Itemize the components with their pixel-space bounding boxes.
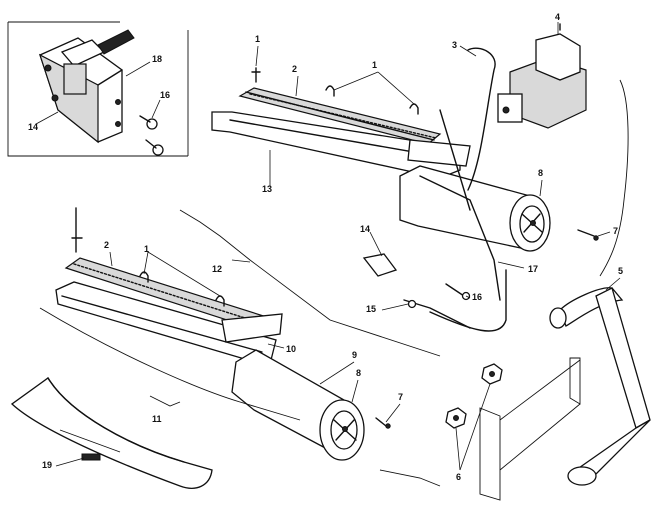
part-labels: 1 2 1 3 4 18 16 14 13 8 7 14 12 17 5 16 … (28, 12, 623, 482)
label-2-upper: 2 (292, 64, 297, 74)
label-8-lower: 8 (356, 368, 361, 378)
label-12: 12 (212, 264, 222, 274)
nut-6-upper (481, 363, 503, 385)
lower-burner-assembly (55, 207, 391, 461)
upper-burner-assembly (211, 22, 599, 332)
label-10: 10 (286, 344, 296, 354)
label-17: 17 (528, 264, 538, 274)
label-18: 18 (152, 54, 162, 64)
cover-outline (39, 209, 441, 487)
label-1-upper: 1 (372, 60, 377, 70)
label-2-lower: 2 (104, 240, 109, 250)
label-5: 5 (618, 266, 623, 276)
label-15: 15 (366, 304, 376, 314)
label-8-upper: 8 (538, 168, 543, 178)
leader-lines (55, 75, 621, 467)
label-7-lower: 7 (398, 392, 403, 402)
label-16-mid: 16 (472, 292, 482, 302)
label-3: 3 (452, 40, 457, 50)
label-11: 11 (152, 414, 162, 424)
screw-16-lower (145, 139, 164, 156)
shield-19 (10, 377, 213, 489)
label-14-mid: 14 (360, 224, 370, 234)
nut-6-lower (445, 407, 467, 429)
label-14-inset: 14 (28, 122, 38, 132)
screw-16-upper (139, 115, 158, 130)
label-19: 19 (42, 460, 52, 470)
label-6: 6 (456, 472, 461, 482)
label-16-inset: 16 (160, 90, 170, 100)
inset-detail (7, 21, 189, 157)
label-13: 13 (262, 184, 272, 194)
pipe-5 (479, 79, 651, 501)
label-7-upper: 7 (613, 226, 618, 236)
label-1-lower: 1 (144, 244, 149, 254)
label-1-upper-left: 1 (255, 34, 260, 44)
label-9: 9 (352, 350, 357, 360)
label-4: 4 (555, 12, 560, 22)
